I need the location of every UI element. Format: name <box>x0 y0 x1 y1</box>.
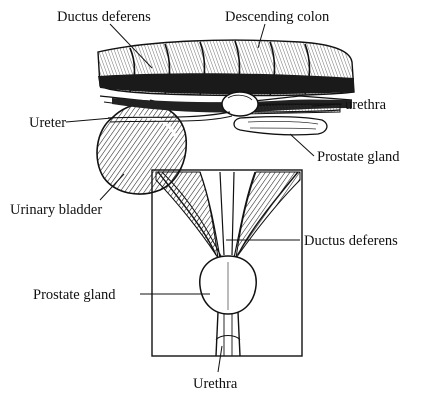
label-ureter: Ureter <box>29 116 66 131</box>
label-ductus-deferens-right: Ductus deferens <box>304 234 398 249</box>
label-descending-colon: Descending colon <box>225 10 329 25</box>
label-prostate-gland-right: Prostate gland <box>317 150 400 165</box>
label-prostate-gland-left: Prostate gland <box>33 288 116 303</box>
label-urethra-bottom: Urethra <box>193 377 237 392</box>
label-ductus-deferens-top: Ductus deferens <box>57 10 151 25</box>
label-urinary-bladder: Urinary bladder <box>10 203 102 218</box>
label-urethra-right: urethra <box>345 98 386 113</box>
